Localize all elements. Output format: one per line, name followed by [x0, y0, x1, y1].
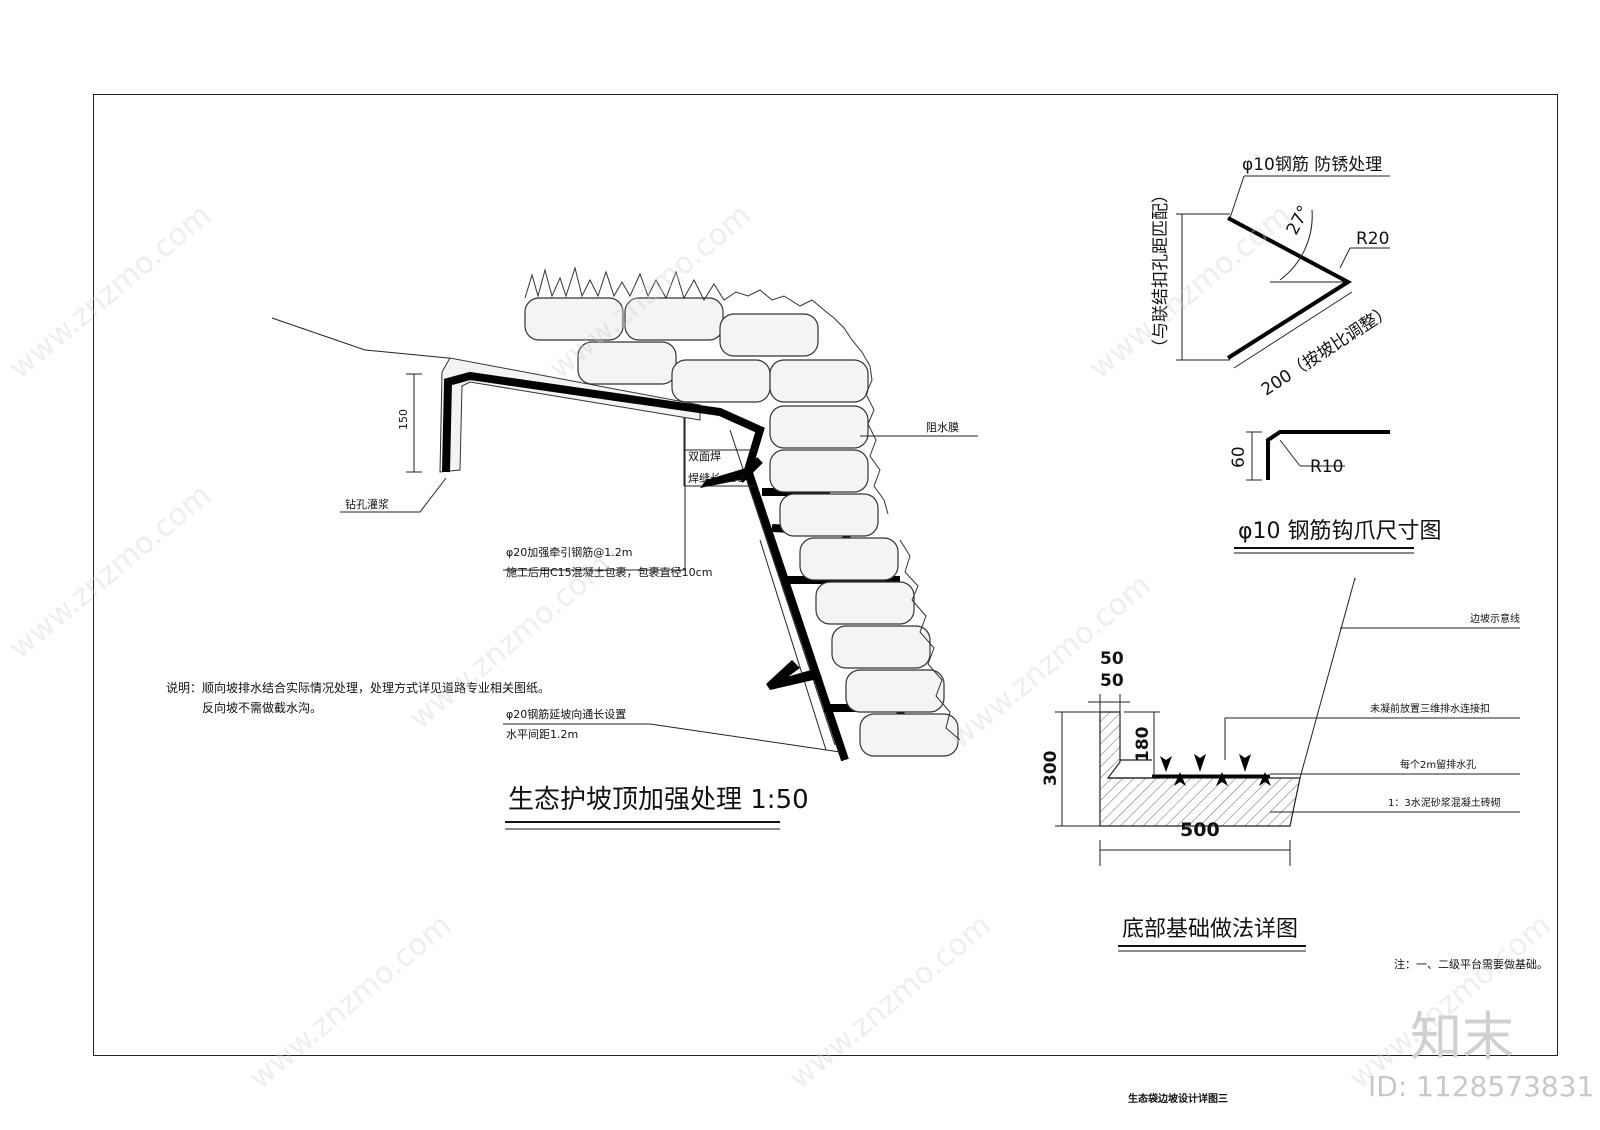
foundation-title: 底部基础做法详图 [1122, 917, 1298, 942]
hook-len-200: 200（按坡比调整） [1258, 301, 1396, 400]
hook-r20: R20 [1356, 229, 1389, 249]
rebar-along-2: 水平间距1.2m [506, 728, 578, 741]
hook-detail [1176, 175, 1390, 481]
note-b: 每个2m留排水孔 [1400, 758, 1476, 771]
hook-title: φ10 钢筋钩爪尺寸图 [1238, 519, 1442, 544]
slope-line-note: 边坡示意线 [1470, 612, 1520, 625]
membrane-label: 阻水膜 [926, 421, 959, 434]
note-c: 1：3水泥砂浆混凝土砖砌 [1388, 796, 1501, 809]
hook-dim-60: 60 [1229, 446, 1249, 468]
watermark-url: www.znzmo.com [3, 198, 218, 387]
rebar-along-1: φ20钢筋延坡向通长设置 [506, 707, 626, 721]
weld-label: 双面焊 [688, 449, 721, 463]
rebar-guide-1: φ20加强牵引钢筋@1.2m [506, 545, 632, 559]
watermark-url: www.znzmo.com [1083, 198, 1298, 387]
rebar-guide-2: 施工后用C15混凝土包裹，包裹直径10cm [506, 565, 712, 579]
hook-rebar-note: φ10钢筋 防锈处理 [1242, 155, 1382, 175]
watermark-url: www.znzmo.com [3, 478, 218, 667]
dim-50a: 50 [1100, 649, 1124, 669]
watermark-url: www.znzmo.com [783, 908, 998, 1097]
weld-len-label: 焊缝长≥5d [688, 471, 744, 485]
note-a: 未凝前放置三维排水连接扣 [1370, 702, 1490, 715]
explanation-line2: 反向坡不需做截水沟。 [202, 700, 322, 715]
leaders [340, 418, 978, 753]
grout-label: 钻孔灌浆 [345, 497, 389, 511]
dim-150-label: 150 [397, 409, 410, 430]
watermark-url: www.znzmo.com [943, 568, 1158, 757]
foundation-detail [1055, 577, 1520, 866]
dim-150: 150 [397, 373, 422, 473]
hook-side-note: （与联结扣孔距匹配） [1151, 186, 1171, 356]
main-title: 生态护坡顶加强处理 1:50 [508, 785, 809, 815]
footer-note: 注：一、二级平台需要做基础。 [1394, 957, 1548, 971]
hook-r10: R10 [1310, 457, 1343, 477]
watermark-id: ID: 1128573831 [1368, 1070, 1594, 1103]
drawing-frame [93, 94, 1558, 1056]
grass [524, 266, 961, 741]
watermark-logo: 知末 [1410, 1008, 1514, 1068]
explanation-line1: 说明：顺向坡排水结合实际情况处理，处理方式详见道路专业相关图纸。 [166, 680, 550, 695]
sheet-title: 生态袋边坡设计详图三 [1128, 1092, 1228, 1105]
watermark-url: www.znzmo.com [243, 908, 458, 1097]
dim-300: 300 [1041, 750, 1061, 786]
dim-50b: 50 [1100, 671, 1124, 691]
dim-180: 180 [1133, 726, 1153, 762]
eco-bags [524, 297, 959, 757]
dim-500: 500 [1180, 819, 1220, 841]
